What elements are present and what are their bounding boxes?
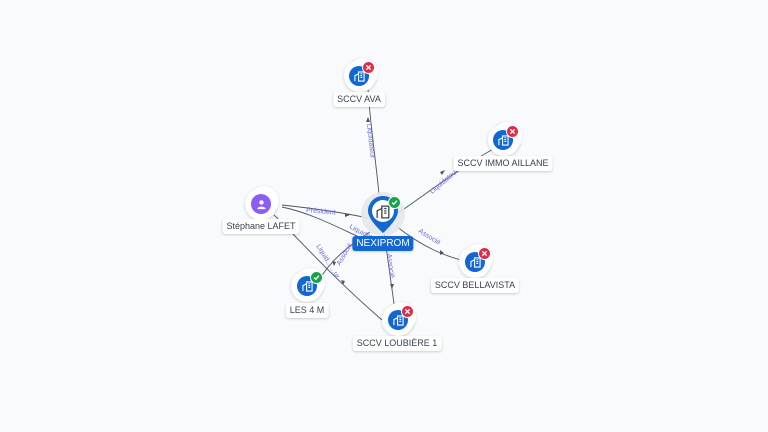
status-closed-icon: [506, 125, 519, 138]
status-closed-icon: [362, 61, 375, 74]
edge-label-bellavista: Associé: [417, 228, 442, 247]
center-node-label: NEXIPROM: [352, 236, 414, 251]
edge-stephane-president: [281, 204, 369, 219]
edge-label-immo: Liquidateur: [429, 167, 461, 195]
node-label: Stéphane LAFET: [222, 219, 300, 234]
edge-arrows: [332, 117, 445, 289]
arrow-les4m-liquidateur: [341, 280, 345, 285]
arrow-president: [345, 213, 350, 217]
node-label: SCCV AVA: [333, 92, 385, 107]
status-closed-icon: [478, 247, 491, 260]
arrow-loubiere: [390, 284, 394, 289]
node-label: LES 4 M: [285, 303, 329, 318]
building-icon: [376, 205, 390, 219]
arrow-immo: [440, 170, 445, 175]
status-active-icon: [388, 196, 401, 209]
arrow-bellavista: [440, 250, 444, 255]
edge-label-les4m-associe: Associé: [336, 242, 354, 267]
arrow-les4m-associe: [332, 261, 336, 266]
edge-label-loubiere: Associé: [385, 253, 395, 278]
arrow-ava: [366, 117, 370, 122]
status-active-icon: [310, 271, 323, 284]
node-label: SCCV BELLAVISTA: [430, 278, 520, 293]
person-icon: [251, 194, 271, 214]
edge-label-ava: Liquidateur: [365, 123, 376, 159]
edge-label-president: Président: [306, 207, 336, 217]
status-closed-icon: [401, 305, 414, 318]
node-label: SCCV LOUBIÈRE 1: [352, 336, 442, 351]
node-label: SCCV IMMO AILLANE: [453, 156, 553, 171]
